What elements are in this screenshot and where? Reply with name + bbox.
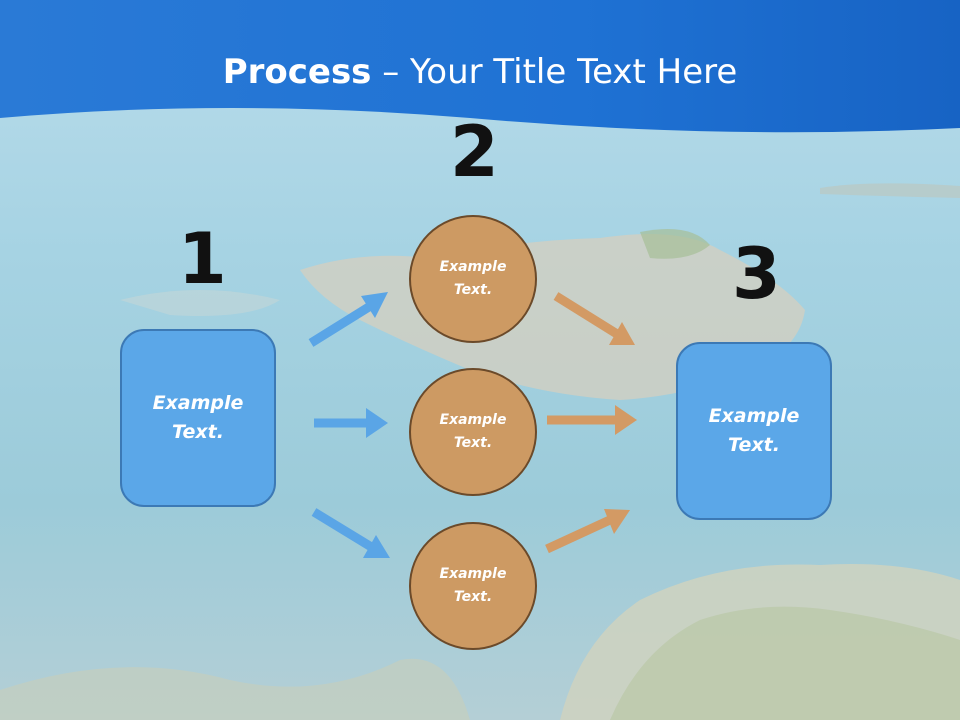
left-box[interactable]: Example Text.: [120, 329, 276, 507]
right-box[interactable]: Example Text.: [676, 342, 832, 520]
arrow-left-to-top: [308, 292, 388, 347]
title-rest: – Your Title Text Here: [371, 52, 738, 92]
title-bold: Process: [222, 52, 372, 92]
arrow-top-to-right: [553, 292, 635, 345]
circle-bottom[interactable]: Example Text.: [409, 522, 537, 650]
step-number-2: 2: [450, 111, 499, 193]
arrow-middle-to-right: [547, 405, 637, 435]
circle-middle[interactable]: Example Text.: [409, 368, 537, 496]
arrow-left-to-middle: [314, 408, 388, 438]
arrow-left-to-bottom: [311, 508, 390, 558]
circle-bottom-text: Example Text.: [439, 566, 507, 605]
circle-top[interactable]: Example Text.: [409, 215, 537, 343]
step-number-1: 1: [178, 218, 227, 300]
circle-middle-text: Example Text.: [439, 412, 507, 451]
circle-top-text: Example Text.: [439, 259, 507, 298]
step-number-3: 3: [732, 233, 781, 315]
arrow-bottom-to-right: [545, 509, 630, 554]
right-box-text: Example Text.: [708, 405, 800, 456]
left-box-text: Example Text.: [152, 392, 244, 443]
slide-title: Process – Your Title Text Here: [0, 52, 960, 92]
